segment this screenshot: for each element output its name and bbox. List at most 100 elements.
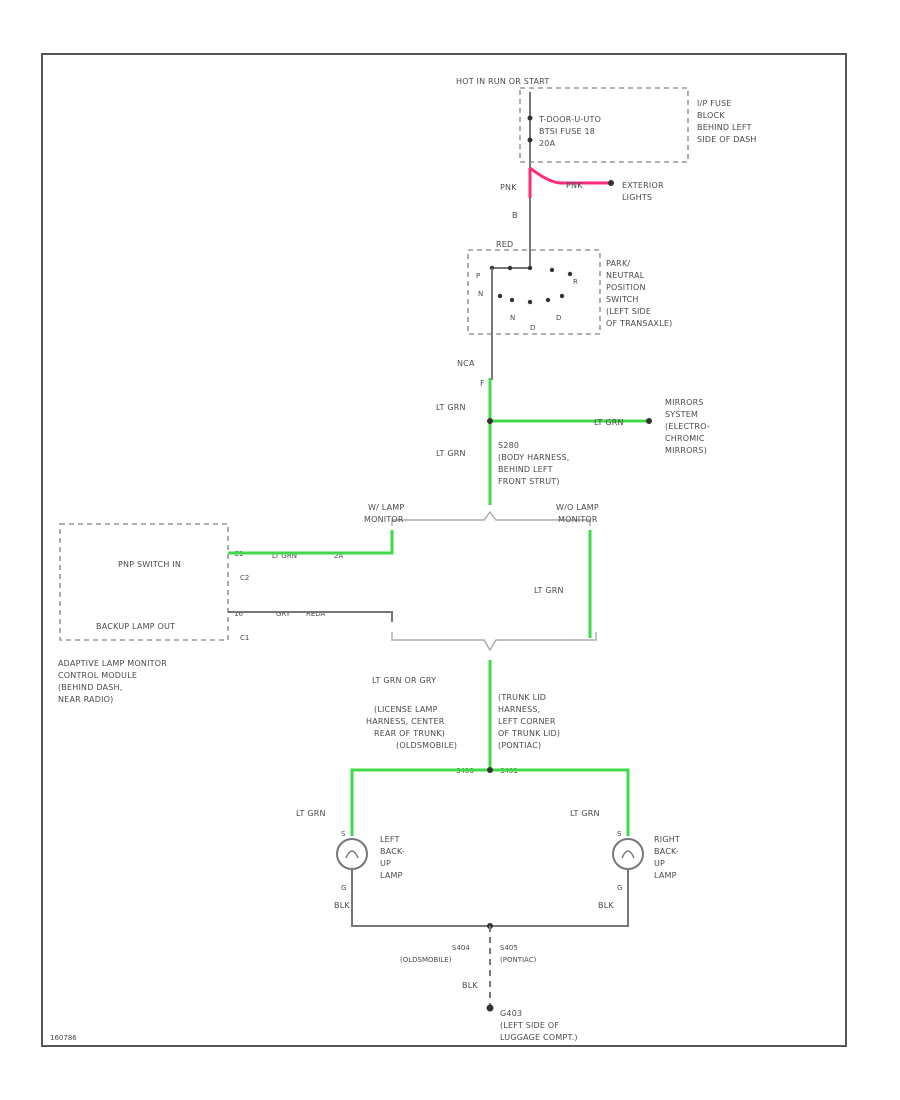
ground-wire-label: BLK (462, 981, 478, 990)
red-wire-label: RED (496, 240, 513, 249)
upper-green-wire2-label: LT GRN (436, 449, 466, 458)
right-harness-line-2: HARNESS, (498, 705, 540, 714)
pnp-contact-2 (507, 265, 513, 271)
pnp-label-line-6: OF TRANSAXLE) (606, 319, 672, 328)
pink-wire-right-label: PNK (566, 181, 583, 190)
pnp-pin-top-3: N (478, 290, 483, 298)
right-lamp-filament (621, 850, 635, 859)
pnp-contact-4 (549, 267, 555, 273)
right-harness-line-3: LEFT CORNER (498, 717, 556, 726)
fuse-block-line-1: I/P FUSE (697, 99, 732, 108)
mirrors-line-2: SYSTEM (665, 410, 698, 419)
exterior-lights-line-1: EXTERIOR (622, 181, 664, 190)
backup-lamp-out-wire (228, 611, 393, 622)
lower-splice-node (487, 767, 493, 773)
mirrors-line-1: MIRRORS (665, 398, 704, 407)
exterior-lights-line-2: LIGHTS (622, 193, 652, 202)
ground-point-icon (486, 1004, 494, 1012)
ground-splice-right-line-1: S405 (500, 944, 518, 952)
fuse-block-line-3: BEHIND LEFT (697, 123, 752, 132)
diagram-frame (41, 53, 847, 1047)
pnp-pin-top-2: R (573, 278, 578, 286)
pnp-output-label: NCA (457, 359, 475, 368)
ground-line-1: G403 (500, 1009, 522, 1018)
left-backup-lamp-icon (336, 838, 368, 870)
s280-line-2: (BODY HARNESS, (498, 453, 570, 462)
right-lamp-ground-label: BLK (598, 901, 614, 910)
right-lamp-line-2: BACK- (654, 847, 679, 856)
right-lamp-line-1: RIGHT (654, 835, 680, 844)
left-lamp-line-1: LEFT (380, 835, 400, 844)
pink-wire-left-label: PNK (500, 183, 517, 192)
pnp-pin-top-1: P (476, 272, 480, 280)
s280-line-3: BEHIND LEFT (498, 465, 553, 474)
pnp-contact-8 (527, 299, 533, 305)
fuse-line-2: BTSI FUSE 18 (539, 127, 595, 136)
module-label-line-2: CONTROL MODULE (58, 671, 137, 680)
module-row-1-text: PNP SWITCH IN (118, 560, 181, 569)
module-row-4-pin-a: C1 (240, 634, 249, 642)
left-lamp-line-2: BACK- (380, 847, 405, 856)
right-lamp-pin-top: S (617, 830, 622, 838)
lamp-distribution-wire (350, 768, 630, 836)
fuse-block-box (519, 87, 689, 163)
with-monitor-line-1: W/ LAMP (368, 503, 404, 512)
s280-line-1: S280 (498, 441, 519, 450)
pnp-label-line-5: (LEFT SIDE (606, 307, 651, 316)
module-row-3-pin-a: 16 (234, 610, 243, 618)
module-label-line-4: NEAR RADIO) (58, 695, 113, 704)
s280-line-4: FRONT STRUT) (498, 477, 560, 486)
left-lamp-pin-top: S (341, 830, 346, 838)
option-brace-bottom (391, 632, 597, 652)
pink-pin-label: B (512, 211, 518, 220)
right-harness-line-1: (TRUNK LID (498, 693, 546, 702)
left-harness-line-4: (OLDSMOBILE) (396, 741, 457, 750)
left-lamp-pin-bottom: G (341, 884, 346, 892)
option-brace-top (391, 510, 591, 526)
left-harness-line-1: (LICENSE LAMP (374, 705, 438, 714)
right-lamp-pin-bottom: G (617, 884, 622, 892)
without-monitor-line-1: W/O LAMP (556, 503, 599, 512)
left-lamp-wire-label: LT GRN (296, 809, 326, 818)
power-source-label: HOT IN RUN OR START (456, 77, 549, 86)
module-row-2-pin-a: C2 (240, 574, 249, 582)
left-lamp-ground-label: BLK (334, 901, 350, 910)
module-row-3-text: BACKUP LAMP OUT (96, 622, 175, 631)
right-lamp-line-3: UP (654, 859, 665, 868)
right-backup-lamp-icon (612, 838, 644, 870)
right-harness-line-4: OF TRUNK LID) (498, 729, 560, 738)
pnp-contact-3 (527, 265, 533, 271)
mirrors-node (646, 418, 652, 424)
diagram-code: 160786 (50, 1034, 77, 1042)
pnp-switch-box (467, 249, 601, 335)
ground-splice-left-line-1: S404 (452, 944, 470, 952)
module-label-line-1: ADAPTIVE LAMP MONITOR (58, 659, 167, 668)
right-lamp-wire-label: LT GRN (570, 809, 600, 818)
pnp-label-line-4: SWITCH (606, 295, 639, 304)
left-harness-line-2: HARNESS, CENTER (366, 717, 445, 726)
module-row-1-wire: LT GRN (272, 552, 297, 560)
ground-splice-right-line-2: (PONTIAC) (500, 956, 537, 964)
module-row-1-pin-b: 2A (334, 552, 343, 560)
pnp-contact-6 (497, 293, 503, 299)
right-lamp-line-4: LAMP (654, 871, 677, 880)
left-lamp-filament (345, 850, 359, 859)
pnp-pin-bottom-3: D (556, 314, 561, 322)
pnp-switch-in-wire (228, 530, 394, 555)
pnp-contact-10 (559, 293, 565, 299)
without-monitor-wire-label: LT GRN (534, 586, 564, 595)
left-lamp-line-3: UP (380, 859, 391, 868)
without-monitor-line-2: MONITOR (558, 515, 598, 524)
pnp-contact-9 (545, 297, 551, 303)
pnp-contact-7 (509, 297, 515, 303)
with-monitor-line-2: MONITOR (364, 515, 404, 524)
fuse-block-line-4: SIDE OF DASH (697, 135, 757, 144)
ground-splice-left-line-2: (OLDSMOBILE) (400, 956, 452, 964)
left-harness-line-3: REAR OF TRUNK) (374, 729, 445, 738)
upper-green-pin: F (480, 379, 485, 388)
fuse-terminal-bottom (527, 137, 533, 143)
module-label-line-3: (BEHIND DASH, (58, 683, 122, 692)
fuse-line-1: T-DOOR-U-UTO (538, 115, 601, 124)
combined-wire-label: LT GRN OR GRY (372, 676, 436, 685)
